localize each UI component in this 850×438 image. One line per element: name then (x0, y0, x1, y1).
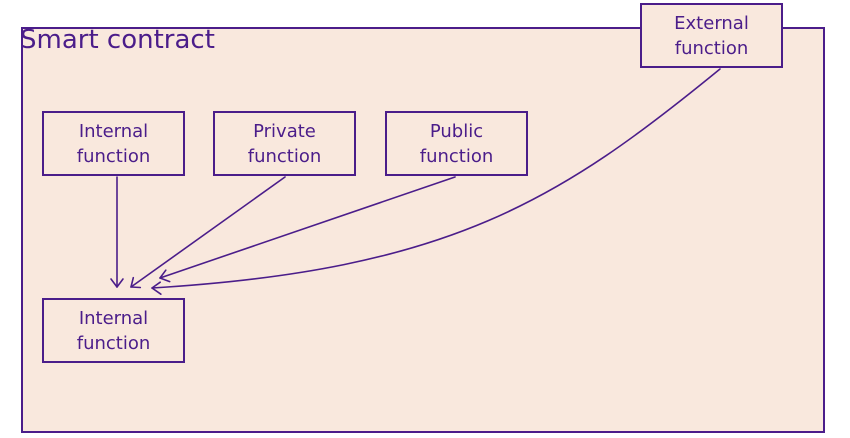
node-label-line1: Internal (78, 307, 149, 329)
node-label-line2: function (247, 145, 322, 167)
smart-contract-container (21, 27, 825, 433)
node-label-line2: function (674, 37, 749, 59)
internal-function-source-node: Internal function (42, 111, 185, 176)
node-label-line1: Public (429, 120, 484, 142)
node-label-line1: Private (253, 120, 316, 142)
node-label-line1: Internal (78, 120, 149, 142)
node-label-line2: function (419, 145, 494, 167)
internal-function-target-node: Internal function (42, 298, 185, 363)
external-function-node: External function (640, 3, 783, 68)
smart-contract-title: Smart contract (20, 25, 215, 55)
node-label-line1: External (674, 12, 749, 34)
node-label-line2: function (76, 332, 151, 354)
public-function-node: Public function (385, 111, 528, 176)
private-function-node: Private function (213, 111, 356, 176)
node-label-line2: function (76, 145, 151, 167)
